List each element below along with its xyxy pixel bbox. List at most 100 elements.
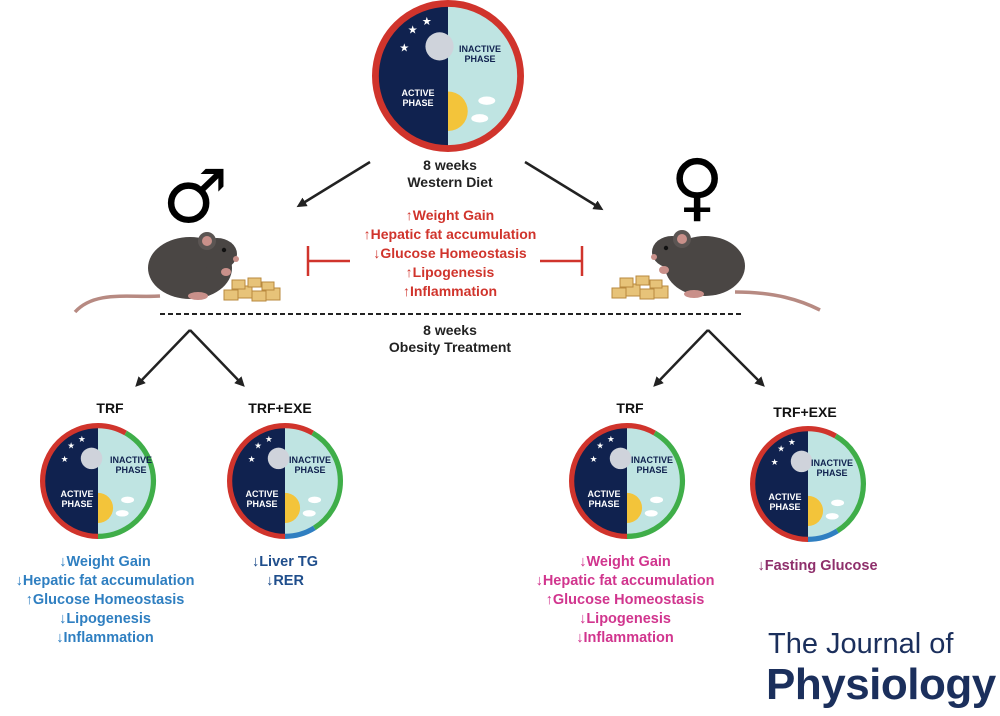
effect-item: ↑Glucose Homeostasis [25,592,185,608]
cloud-icon [471,114,489,123]
female-trf-exe-effects: ↓Fasting Glucose [745,557,890,576]
star-icon: ★ [422,16,432,28]
male-trf-title: TRF [96,400,124,416]
inhibition-bar-right [540,246,584,276]
star-icon: ★ [61,454,69,464]
effect-item: ↓Fasting Glucose [757,558,878,574]
effect-item: ↑Glucose Homeostasis [545,592,705,608]
star-icon: ★ [590,454,598,464]
top-active-label: ACTIVE PHASE [401,88,435,108]
western-diet-duration: 8 weeks [423,157,477,173]
diet-effect-item: ↓Glucose Homeostasis [373,245,527,261]
effect-item: ↓Lipogenesis [579,611,671,627]
treatment-duration: 8 weeks [423,322,477,338]
star-icon: ★ [777,444,785,454]
cloud-icon [650,496,664,504]
star-icon: ★ [248,454,256,464]
female-food-pellets-icon [611,275,669,300]
male-trf-exe-title: TRF+EXE [248,400,312,416]
cloud-icon [115,510,129,517]
star-icon: ★ [788,437,796,447]
male-trf-inactive-label: INACTIVE PHASE [109,455,152,475]
star-icon: ★ [78,434,86,444]
cloud-icon [121,496,135,504]
male-trf-exe-active-label: ACTIVE PHASE [245,489,279,509]
male-symbol-icon: ♂ [162,154,229,240]
ring-active-arc [569,423,628,539]
treatment-title: Obesity Treatment [388,339,512,355]
effect-item: ↓RER [266,573,304,589]
male-trf-exe-clock-icon: ★★★ [227,423,343,539]
ring-feeding-arc [626,430,685,539]
arrow-female-trf-exe [707,329,765,387]
western-diet-title: Western Diet [407,174,493,190]
arrow-male-trf [135,329,191,387]
star-icon: ★ [596,441,604,451]
phase-ring [372,0,524,152]
male-trf-active-label: ACTIVE PHASE [60,489,94,509]
top-inactive-label: INACTIVE PHASE [458,44,501,64]
female-trf-inactive-label: INACTIVE PHASE [630,455,673,475]
effect-item: ↓Inflammation [576,630,674,646]
ring-exercise-arc [807,528,839,542]
female-trf-title: TRF [616,400,644,416]
male-trf-exe-effects: ↓Liver TG ↓RER [240,553,330,591]
star-icon: ★ [67,441,75,451]
effect-item: ↓Lipogenesis [59,611,151,627]
cloud-icon [825,513,839,520]
female-trf-clock-icon: ★★★ [569,423,685,539]
female-mouse-icon [651,230,821,312]
moon-icon [609,447,632,470]
male-trf-exe-inactive-label: INACTIVE PHASE [288,455,331,475]
top-phase-clock-icon: ★ ★ ★ [372,0,524,152]
moon-icon [790,450,813,473]
ring-active-arc [40,423,99,539]
obesity-treatment-label: 8 weeks Obesity Treatment [340,322,560,356]
ring-active-arc [284,423,314,436]
star-icon: ★ [607,434,615,444]
arrow-female-trf [653,329,709,387]
sun-icon [627,492,643,523]
female-trf-effects: ↓Weight Gain ↓Hepatic fat accumulation ↑… [520,553,730,648]
cloud-icon [308,496,322,504]
diet-effect-item: ↑Hepatic fat accumulation [363,226,537,242]
sun-icon [808,495,824,526]
ring-active-arc [750,426,809,542]
effect-item: ↓Weight Gain [59,554,151,570]
ring-feeding-arc [834,433,866,534]
male-mouse-icon [73,232,239,314]
arrow-to-female [524,160,604,211]
journal-name-line1: The Journal of [768,628,954,660]
diet-effects-list: ↑Weight Gain ↑Hepatic fat accumulation ↓… [330,206,570,301]
female-symbol-icon: ♀ [670,144,725,230]
ring-active-arc [97,423,127,436]
effect-item: ↓Hepatic fat accumulation [535,573,715,589]
ring-feeding-arc [311,430,343,531]
arrow-male-trf-exe [189,329,245,387]
star-icon: ★ [771,457,779,467]
male-food-pellets-icon [223,277,281,302]
effect-item: ↓Liver TG [251,554,319,570]
arrow-to-male [296,160,371,208]
cloud-icon [644,510,658,517]
ring-active-arc [807,426,837,439]
star-icon: ★ [399,42,409,54]
moon-icon [425,32,454,61]
effect-item: ↓Weight Gain [579,554,671,570]
star-icon: ★ [408,25,418,37]
female-trf-exe-clock-icon: ★★★ [750,426,866,542]
ring-exercise-arc [284,525,316,539]
male-trf-effects: ↓Weight Gain ↓Hepatic fat accumulation ↑… [0,553,210,648]
female-trf-exe-title: TRF+EXE [773,404,837,420]
diet-effect-item: ↑Lipogenesis [405,264,495,280]
western-diet-label: 8 weeks Western Diet [360,157,540,191]
cloud-icon [478,96,496,105]
sun-icon [98,492,114,523]
inhibition-bar-left [306,246,350,276]
effect-item: ↓Inflammation [56,630,154,646]
cloud-icon [831,499,845,507]
female-trf-active-label: ACTIVE PHASE [587,489,621,509]
star-icon: ★ [265,434,273,444]
journal-name-line2: Physiology [766,660,996,709]
